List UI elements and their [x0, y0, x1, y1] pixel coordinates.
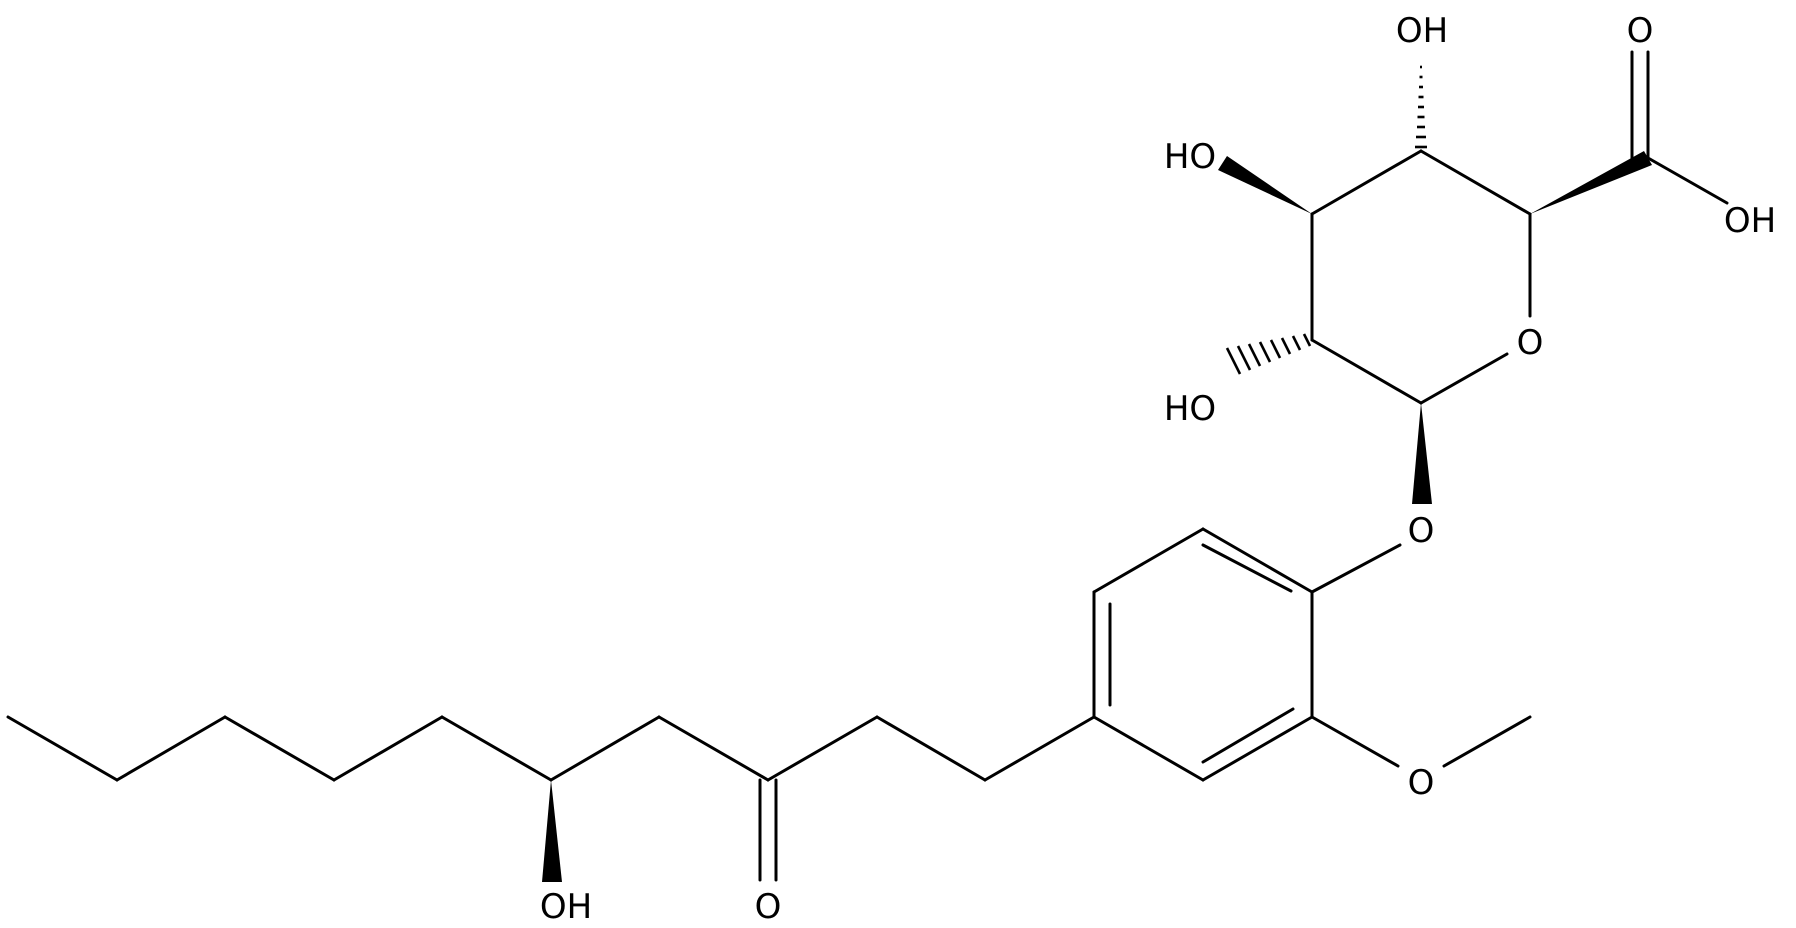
wedge-c3-oh: [1218, 156, 1312, 214]
alkyl-chain: [6, 715, 1096, 782]
bond-c2-c1: [1419, 149, 1532, 216]
wedge-c1-carboxyl: [1530, 151, 1652, 214]
label-ketone-o: O: [755, 887, 782, 927]
bond-ar5-ar6-inner: [1201, 707, 1295, 764]
label-oh-c3: HO: [1164, 137, 1216, 177]
bond-ar4-ar5: [1092, 715, 1205, 782]
label-acid-oh: OH: [1724, 201, 1776, 241]
bond-ar5-ar6: [1201, 715, 1314, 782]
bond-chain-2: [875, 715, 987, 782]
ketone-group: [758, 778, 778, 882]
bond-carboxyl-c-oh: [1646, 156, 1729, 205]
hashed-bond-c4-oh: [1225, 333, 1312, 375]
carboxylic-acid-group: [1530, 50, 1729, 214]
bond-c5-c4: [1310, 338, 1423, 405]
label-glycoside-o: O: [1408, 511, 1435, 551]
bond-chain-1: [983, 715, 1096, 782]
label-ring-o: O: [1517, 323, 1544, 363]
bond-chain-6: [440, 715, 553, 782]
bond-glyco-o-ar1: [1310, 543, 1402, 594]
methoxy-group: [1310, 715, 1532, 768]
wedge-c5-glycoside-o: [1412, 403, 1432, 504]
bond-ar1-ar2-inner: [1201, 543, 1293, 593]
bond-c3-c2: [1310, 149, 1423, 216]
bond-methoxy-o-ch3: [1442, 715, 1532, 768]
label-oh-c2: OH: [1396, 11, 1448, 51]
bond-ar6-methoxy-o: [1310, 715, 1400, 768]
bond-chain-3: [766, 715, 879, 782]
label-oh-c4: HO: [1164, 389, 1216, 429]
bond-chain-10: [6, 715, 119, 782]
hashed-bond-c2-oh: [1415, 65, 1427, 149]
bond-chain-8: [223, 715, 336, 782]
bond-chain-4: [657, 715, 770, 782]
glucuronide-ring: [1310, 149, 1532, 405]
label-acid-carbonyl-o: O: [1627, 11, 1654, 51]
wedge-chain-oh: [542, 780, 562, 882]
label-chain-oh: OH: [540, 887, 592, 927]
bond-chain-9: [115, 715, 227, 782]
bond-chain-5: [549, 715, 661, 782]
bond-chain-7: [332, 715, 444, 782]
bond-ar2-ar3: [1092, 527, 1205, 594]
bond-ring-o-c5: [1419, 352, 1509, 405]
label-methoxy-o: O: [1408, 763, 1435, 803]
benzene-ring: [1092, 527, 1402, 782]
bond-ar1-ar2: [1201, 527, 1314, 594]
